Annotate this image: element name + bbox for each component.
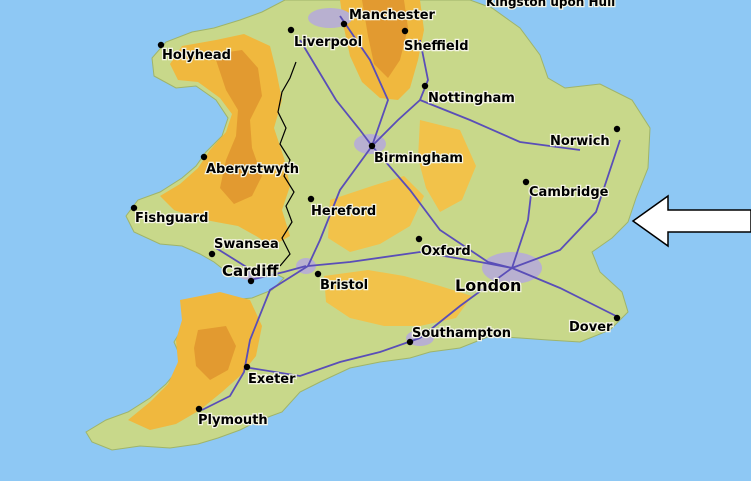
label-liverpool[interactable]: Liverpool	[293, 34, 364, 52]
peak-district-uplands	[418, 120, 476, 212]
dot-sheffield[interactable]	[401, 27, 409, 35]
label-dover[interactable]: Dover	[568, 319, 615, 337]
label-london[interactable]: London	[454, 275, 523, 297]
dot-oxford[interactable]	[415, 235, 423, 243]
dot-liverpool[interactable]	[287, 26, 295, 34]
label-oxford[interactable]: Oxford	[420, 243, 472, 261]
dot-manchester[interactable]	[340, 20, 348, 28]
pennines-peaks	[362, 0, 408, 78]
label-manchester[interactable]: Manchester	[348, 7, 437, 25]
southwest-highlands	[128, 292, 262, 430]
dot-swansea[interactable]	[208, 250, 216, 258]
label-exeter[interactable]: Exeter	[247, 371, 298, 389]
cotswolds-uplands	[328, 176, 424, 252]
dot-cardiff[interactable]	[247, 277, 255, 285]
label-holyhead[interactable]: Holyhead	[161, 47, 232, 65]
downs-uplands	[324, 270, 472, 326]
dot-aberystwyth[interactable]	[200, 153, 208, 161]
urban-cardiff	[238, 268, 262, 280]
label-norwich[interactable]: Norwich	[549, 133, 611, 151]
dot-holyhead[interactable]	[157, 41, 165, 49]
label-swansea[interactable]: Swansea	[213, 236, 280, 254]
label-hereford[interactable]: Hereford	[310, 203, 378, 221]
label-bristol[interactable]: Bristol	[319, 277, 370, 295]
city-labels: Kingston upon Hull Manchester Liverpool …	[134, 0, 617, 430]
dartmoor-peaks	[194, 326, 236, 380]
label-fishguard[interactable]: Fishguard	[134, 210, 210, 228]
dot-nottingham[interactable]	[421, 82, 429, 90]
dot-hereford[interactable]	[307, 195, 315, 203]
label-cambridge[interactable]: Cambridge	[528, 184, 610, 202]
dot-cambridge[interactable]	[522, 178, 530, 186]
label-sheffield[interactable]: Sheffield	[403, 38, 470, 56]
dot-fishguard[interactable]	[130, 204, 138, 212]
wales-high-peaks	[214, 50, 262, 204]
city-dots	[130, 20, 621, 413]
label-birmingham[interactable]: Birmingham	[373, 150, 464, 168]
label-plymouth[interactable]: Plymouth	[197, 412, 269, 430]
label-hull-partial: Kingston upon Hull	[486, 0, 615, 9]
dot-norwich[interactable]	[613, 125, 621, 133]
label-aberystwyth[interactable]: Aberystwyth	[205, 161, 300, 179]
label-nottingham[interactable]: Nottingham	[427, 90, 516, 108]
dot-dover[interactable]	[613, 314, 621, 322]
dot-bristol[interactable]	[314, 270, 322, 278]
dot-exeter[interactable]	[243, 363, 251, 371]
left-arrow-icon[interactable]	[631, 194, 751, 248]
label-southampton[interactable]: Southampton	[411, 325, 513, 343]
road-network	[201, 15, 621, 411]
dot-plymouth[interactable]	[195, 405, 203, 413]
label-cardiff[interactable]: Cardiff	[221, 261, 281, 282]
dot-southampton[interactable]	[406, 338, 414, 346]
dot-birmingham[interactable]	[368, 142, 376, 150]
wales-england-border	[277, 61, 297, 267]
